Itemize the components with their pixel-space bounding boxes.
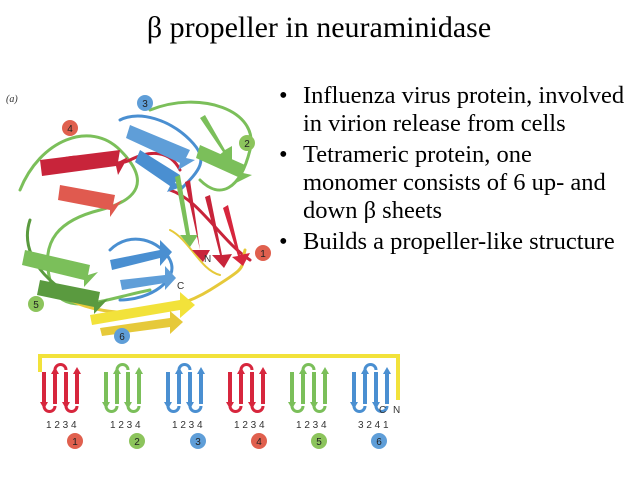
topology-strand-arrowhead <box>372 402 380 409</box>
topology-strand-arrowhead <box>350 402 358 409</box>
bullet-text: Tetrameric protein, one monomer consists… <box>303 141 606 224</box>
topology-hairpin-turn <box>290 405 305 413</box>
topology-n-label: N <box>393 405 400 416</box>
blade-number: 6 <box>119 332 125 343</box>
topology-strand-arrowhead <box>40 402 48 409</box>
bullet-dot: • <box>279 82 288 109</box>
topology-blade-circle <box>371 433 387 449</box>
blade-number: 3 <box>142 99 148 110</box>
bullet-text: Builds a propeller-like structure <box>303 228 615 255</box>
terminus-c-label: C <box>177 281 184 292</box>
topology-blade-circle <box>67 433 83 449</box>
blade-number: 1 <box>260 249 266 260</box>
topology-strand-arrowhead <box>113 367 121 374</box>
topology-hairpin-turn <box>115 363 130 371</box>
topology-strand-arrowhead <box>124 402 132 409</box>
topology-hairpin-turn <box>250 405 265 413</box>
topology-blade-number: 1 <box>72 437 78 448</box>
topology-strand-arrowhead <box>288 402 296 409</box>
topology-strand-arrowhead <box>310 402 318 409</box>
topology-strand-arrowhead <box>73 367 81 374</box>
topology-hairpin-turn <box>104 405 119 413</box>
slide-title: β propeller in neuraminidase <box>146 11 492 44</box>
topology-strand-arrowhead <box>259 367 267 374</box>
topology-hairpin-turn <box>166 405 181 413</box>
bullet-dot: • <box>279 141 288 168</box>
blade-number: 5 <box>33 300 39 311</box>
strand-numbers: 1 2 3 4 <box>46 420 77 431</box>
strand-numbers: 3 2 4 1 <box>358 420 389 431</box>
blade-circle <box>114 328 130 344</box>
strand-numbers: 1 2 3 4 <box>234 420 265 431</box>
panel-label: (a) <box>6 94 18 105</box>
topology-blade-circle <box>251 433 267 449</box>
strand-numbers: 1 2 3 4 <box>296 420 327 431</box>
topology-c-label: C <box>379 405 386 416</box>
topology-strand-arrowhead <box>197 367 205 374</box>
bullet-item: • Builds a propeller-like structure <box>276 228 628 256</box>
topology-blade-circle <box>311 433 327 449</box>
topology-hairpin-turn <box>301 363 316 371</box>
topology-strand-arrowhead <box>175 367 183 374</box>
topology-strand-arrowhead <box>186 402 194 409</box>
topology-hairpin-turn <box>352 405 367 413</box>
topology-strand-arrowhead <box>237 367 245 374</box>
topology-hairpin-turn <box>312 405 327 413</box>
topology-hairpin-turn <box>374 405 389 413</box>
topology-strand-arrowhead <box>164 402 172 409</box>
topology-hairpin-turn <box>42 405 57 413</box>
topology-strand-arrowhead <box>299 367 307 374</box>
topology-hairpin-turn <box>126 405 141 413</box>
strand-numbers: 1 2 3 4 <box>172 420 203 431</box>
strand-numbers: 1 2 3 4 <box>110 420 141 431</box>
blade-circle <box>239 135 255 151</box>
topology-blade-number: 5 <box>316 437 322 448</box>
topology-strand-arrowhead <box>383 367 391 374</box>
blade-circle <box>255 245 271 261</box>
topology-blade-number: 3 <box>195 437 201 448</box>
topology-strand-arrowhead <box>51 367 59 374</box>
topology-blade-circle <box>190 433 206 449</box>
blade-number: 2 <box>244 139 250 150</box>
topology-connector <box>38 354 400 400</box>
blade-number: 4 <box>67 124 73 135</box>
topology-hairpin-turn <box>228 405 243 413</box>
bullet-list: • Influenza virus protein, involved in vi… <box>276 82 628 259</box>
topology-hairpin-turn <box>177 363 192 371</box>
topology-hairpin-turn <box>239 363 254 371</box>
terminus-n-label: N <box>204 254 211 265</box>
topology-strand-arrowhead <box>135 367 143 374</box>
blade-circle <box>137 95 153 111</box>
topology-strand-arrowhead <box>102 402 110 409</box>
topology-blade-number: 6 <box>376 437 382 448</box>
topology-strand-arrowhead <box>226 402 234 409</box>
blade-circle <box>28 296 44 312</box>
bullet-item: • Influenza virus protein, involved in vi… <box>276 82 628 138</box>
blade-circle <box>62 120 78 136</box>
topology-blade-circle <box>129 433 145 449</box>
topology-blade-number: 4 <box>256 437 262 448</box>
bullet-dot: • <box>279 228 288 255</box>
topology-hairpin-turn <box>188 405 203 413</box>
topology-strand-arrowhead <box>361 367 369 374</box>
bullet-text: Influenza virus protein, involved in vir… <box>303 82 625 137</box>
topology-hairpin-turn <box>64 405 79 413</box>
topology-strand-arrowhead <box>321 367 329 374</box>
topology-blade-number: 2 <box>134 437 140 448</box>
topology-hairpin-turn <box>53 363 68 371</box>
topology-strand-arrowhead <box>248 402 256 409</box>
topology-hairpin-turn <box>363 363 378 371</box>
bullet-item: • Tetrameric protein, one monomer consist… <box>276 141 628 225</box>
topology-strand-arrowhead <box>62 402 70 409</box>
